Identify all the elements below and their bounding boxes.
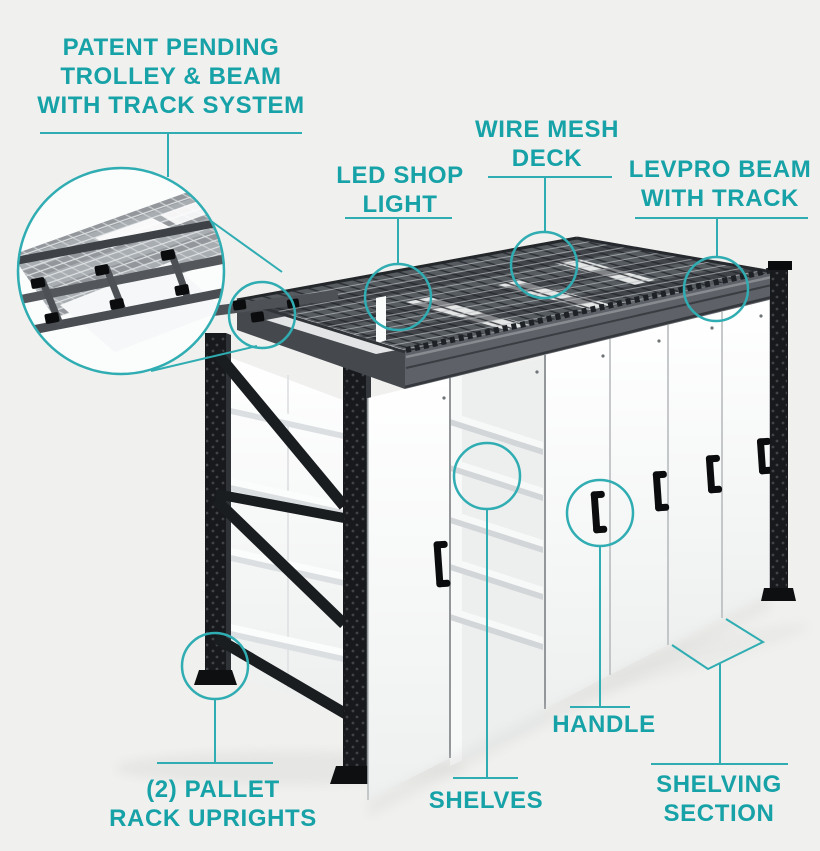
- callout-text-line: SHELVES: [428, 787, 544, 814]
- callout-handle: HANDLE: [519, 710, 689, 739]
- callout-text-line: TROLLEY & BEAM: [60, 63, 282, 90]
- callout-text-line: DECK: [511, 145, 583, 172]
- callout-line-trolley: [40, 132, 302, 177]
- wire-mesh-deck: [236, 236, 774, 354]
- zoom-circle-large: [16, 166, 226, 376]
- shelving-front-panels: [367, 300, 771, 818]
- open-shelving-aisle: [450, 358, 545, 766]
- callout-text-line: SHELVING: [656, 771, 782, 798]
- callout-text-line: WITH TRACK: [641, 185, 799, 212]
- callout-line-levpro: [635, 217, 808, 323]
- callout-text-line: LIGHT: [362, 191, 438, 218]
- callout-line-shelves: [452, 441, 522, 779]
- levpro-beam-circle: [682, 255, 750, 323]
- callout-led-shop-light: LED SHOP LIGHT: [318, 161, 482, 219]
- callout-shelves: SHELVES: [401, 786, 571, 815]
- callout-text-line: LEVPRO BEAM: [628, 156, 812, 183]
- callout-line-mesh: [488, 176, 612, 300]
- trolley-zoom-view: [16, 166, 297, 376]
- upright-braces: [211, 348, 349, 719]
- callout-text-line: WITH TRACK SYSTEM: [37, 92, 305, 119]
- callout-wire-mesh-deck: WIRE MESH DECK: [462, 115, 632, 173]
- left-end-interior-shelves: [226, 356, 348, 716]
- callout-levpro-beam: LEVPRO BEAM WITH TRACK: [628, 155, 812, 213]
- handle-icon: [433, 540, 451, 588]
- handle-icon: [652, 470, 670, 512]
- handle-icon: [756, 437, 774, 475]
- handle-circle: [565, 478, 635, 548]
- callout-line-uprights: [157, 631, 273, 764]
- led-light-circle: [363, 262, 433, 332]
- callout-line-handle: [565, 478, 635, 708]
- callout-shelving-section: SHELVING SECTION: [629, 770, 809, 828]
- callout-pallet-rack-uprights: (2) PALLET RACK UPRIGHTS: [88, 775, 338, 833]
- mesh-deck-circle: [509, 230, 579, 300]
- shelves-circle: [452, 441, 522, 511]
- upright-foot-circle: [180, 631, 250, 701]
- callout-line-led: [345, 217, 452, 332]
- callout-trolley-beam-track: PATENT PENDING TROLLEY & BEAM WITH TRACK…: [16, 33, 326, 120]
- section-bracket: [671, 618, 766, 671]
- callout-text-line: LED SHOP: [336, 162, 464, 189]
- panel-handles: [433, 437, 774, 588]
- callout-lines: [40, 132, 808, 779]
- callout-text-line: HANDLE: [552, 711, 656, 738]
- callout-text-line: (2) PALLET: [146, 776, 280, 803]
- callout-line-section: [651, 618, 788, 765]
- handle-icon: [590, 490, 608, 534]
- levpro-beam-with-track: [404, 272, 773, 389]
- callout-text-line: SECTION: [663, 800, 775, 827]
- zoom-circle-small: [227, 280, 297, 350]
- callout-text-line: WIRE MESH: [474, 116, 620, 143]
- pallet-rack-upright-right: [761, 261, 796, 601]
- callout-text-line: PATENT PENDING: [62, 34, 280, 61]
- handle-icon: [705, 454, 723, 494]
- callout-text-line: RACK UPRIGHTS: [109, 805, 317, 832]
